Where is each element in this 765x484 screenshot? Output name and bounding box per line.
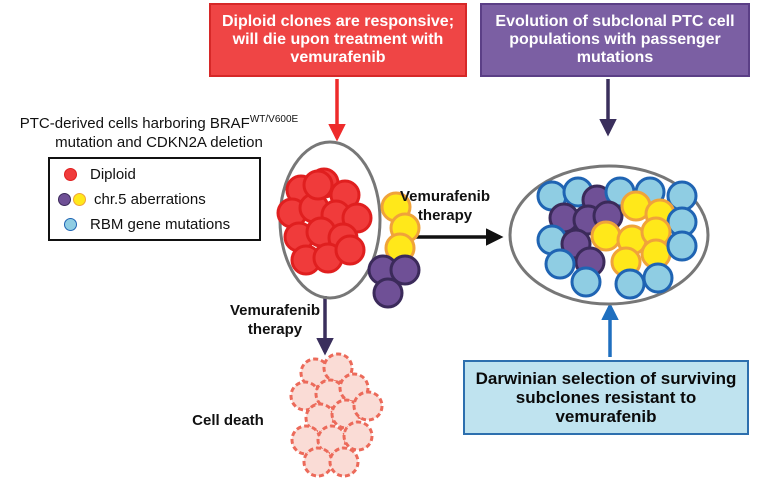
diploid-responsive-box: Diploid clones are responsive; will die … xyxy=(209,3,467,77)
dead-cell xyxy=(342,420,374,452)
diploid-cell xyxy=(334,234,366,266)
evolved-cell-cluster xyxy=(536,176,698,300)
legend-rbm-label: RBM gene mutations xyxy=(90,215,231,233)
initial-cell-cluster xyxy=(276,167,421,309)
dead-cell xyxy=(302,446,334,478)
dead-cell xyxy=(352,390,384,422)
darwinian-text: Darwinian selection of surviving subclon… xyxy=(475,368,737,427)
chr5-purple-cell xyxy=(389,254,421,286)
ptc-cells-label: PTC-derived cells harboring BRAFWT/V600E… xyxy=(4,110,314,152)
legend-row-chr5: chr.5 aberrations xyxy=(58,190,206,208)
rbm-cell xyxy=(642,262,674,294)
rbm-cell xyxy=(614,268,646,300)
ptc-label-line1: PTC-derived cells harboring BRAF xyxy=(19,115,250,132)
dead-cell xyxy=(322,352,354,384)
ptc-label-line2: mutation and CDKN2A deletion xyxy=(55,134,263,151)
purple-dot-icon xyxy=(58,192,71,206)
yellow-dot-icon xyxy=(73,192,86,206)
legend-row-rbm: RBM gene mutations xyxy=(64,215,230,233)
braf-superscript: WT/V600E xyxy=(249,114,299,125)
diploid-responsive-text: Diploid clones are responsive; will die … xyxy=(221,13,455,66)
dead-cell xyxy=(328,446,360,478)
legend-box: Diploid chr.5 aberrations RBM gene mutat… xyxy=(48,157,261,241)
evolution-text: Evolution of subclonal PTC cell populati… xyxy=(495,13,735,66)
therapy-label-right: Vemurafenib therapy xyxy=(399,188,491,224)
diploid-cell xyxy=(302,169,334,201)
diploid-dot-icon xyxy=(64,167,77,181)
rbm-cell xyxy=(544,248,576,280)
rbm-cell xyxy=(570,266,602,298)
legend-diploid-label: Diploid xyxy=(90,165,136,183)
rbm-dot-icon xyxy=(64,217,77,231)
cell-death-label: Cell death xyxy=(192,412,264,429)
evolution-box: Evolution of subclonal PTC cell populati… xyxy=(480,3,750,77)
legend-chr5-label: chr.5 aberrations xyxy=(94,190,206,208)
evolved-population-ellipse xyxy=(508,164,710,306)
darwinian-selection-box: Darwinian selection of surviving subclon… xyxy=(463,360,749,435)
chr5-purple-cell xyxy=(372,277,404,309)
therapy-label-down: Vemurafenib therapy xyxy=(229,302,321,338)
chr5-yellow-cell xyxy=(590,220,622,252)
rbm-cell xyxy=(666,230,698,262)
dead-cell-cluster xyxy=(289,352,384,478)
legend-row-diploid: Diploid xyxy=(64,165,136,183)
